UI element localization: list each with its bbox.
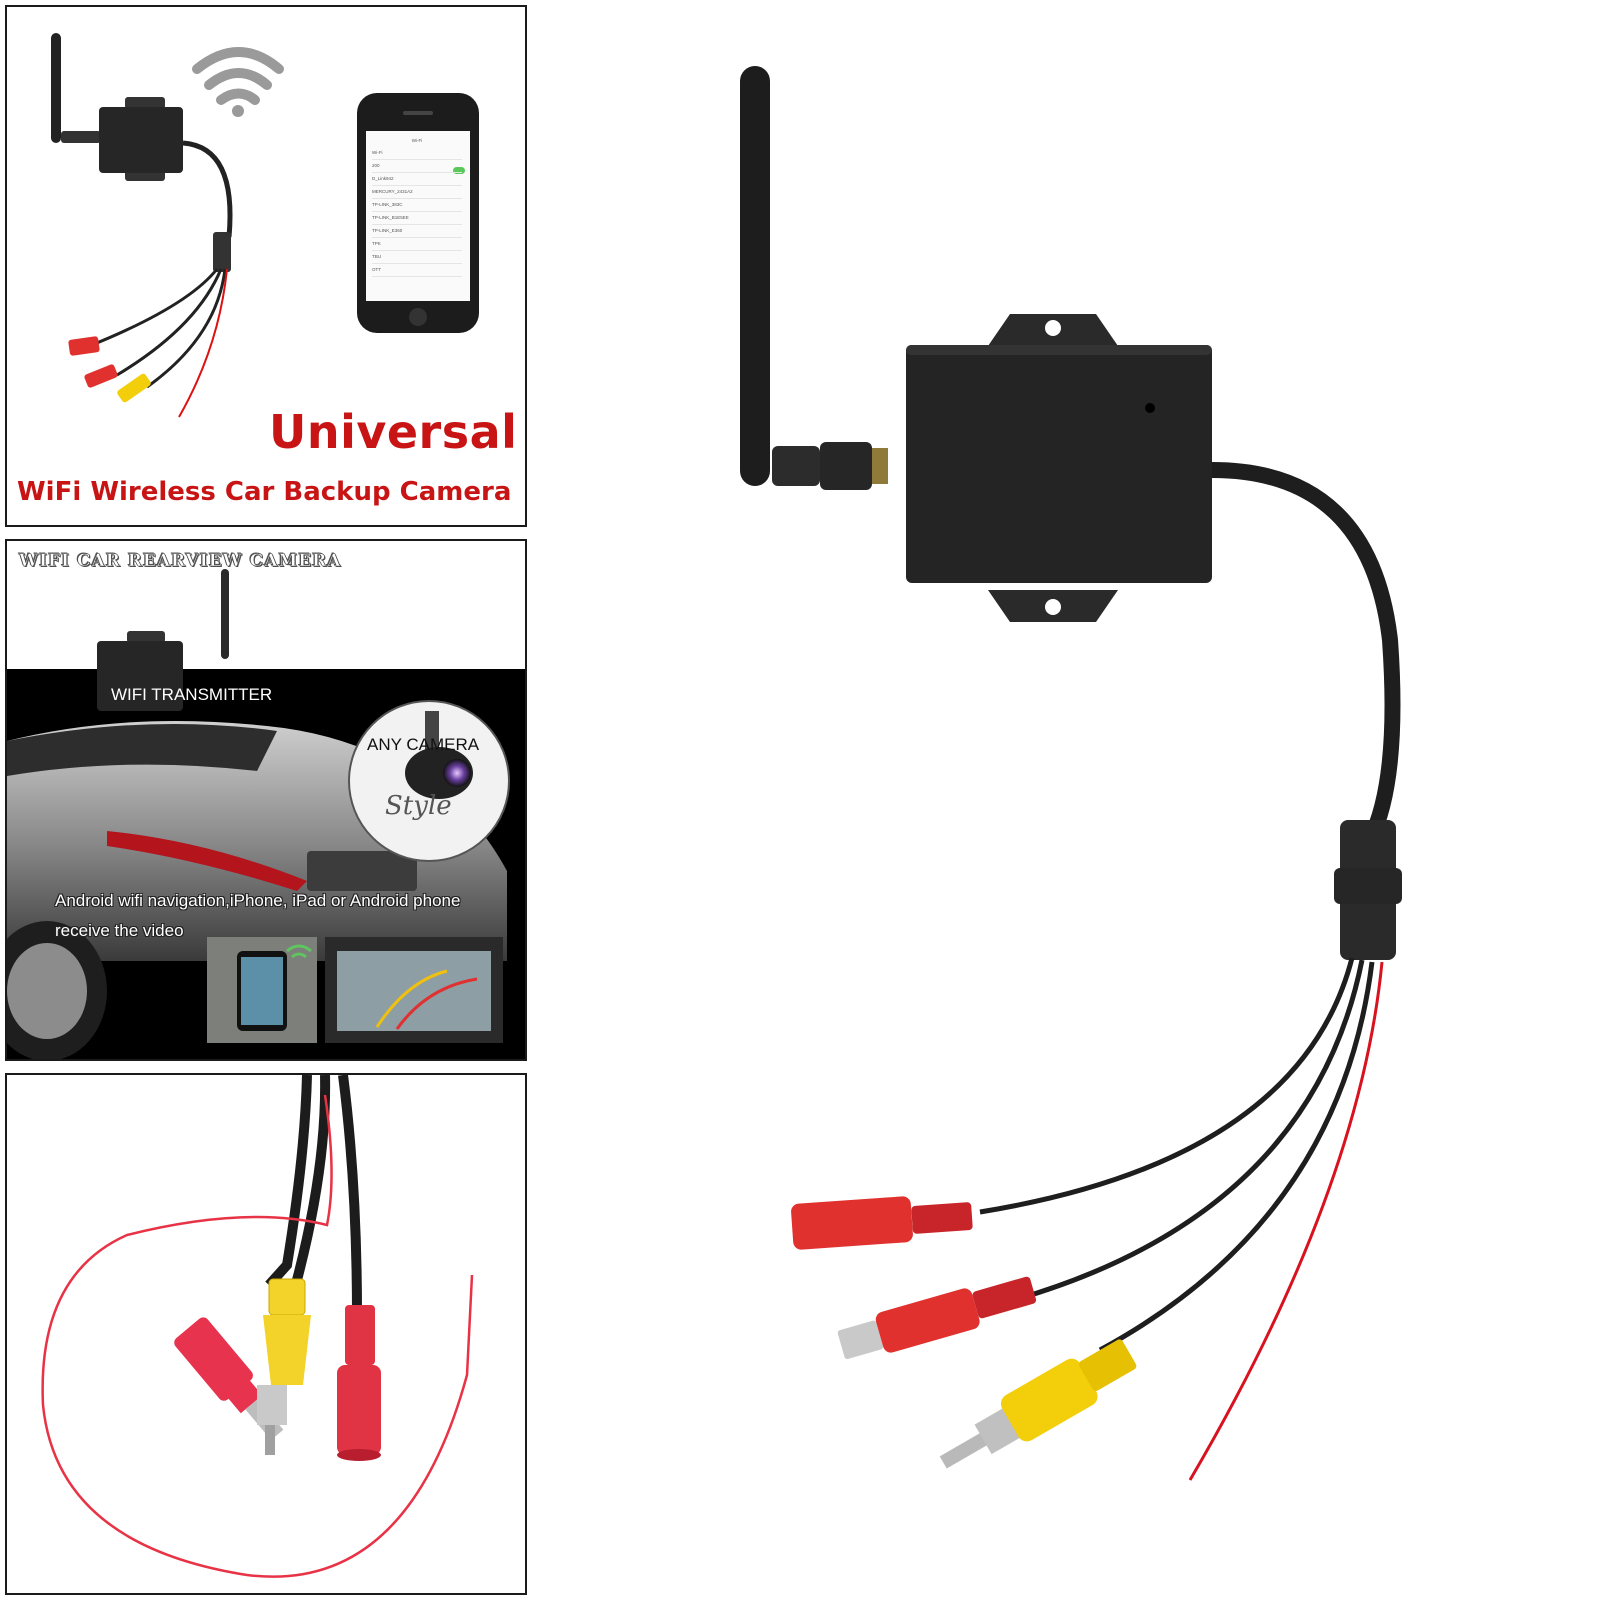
connectors-closeup (41, 1075, 474, 1578)
tail-light (107, 831, 307, 891)
usage-illustration (7, 541, 525, 1059)
product-panel-usage: WIFI CAR REARVIEW CAMERA WIFI TRANSMITTE… (5, 539, 527, 1061)
red-dc-female-connector (791, 1196, 973, 1250)
red-dc-female-connector (68, 336, 100, 356)
transmitter-box (906, 345, 1212, 583)
phone-wifi-row: D_Link942 (372, 173, 462, 186)
antenna-icon (221, 569, 229, 659)
script-watermark: Style (385, 791, 452, 821)
usage-caption-line1: Android wifi navigation,iPhone, iPad or … (55, 891, 461, 910)
wifi-icon (192, 47, 284, 105)
product-title: Universal (269, 405, 518, 459)
license-plate (307, 851, 417, 891)
red-dc-male-connector (837, 1276, 1037, 1360)
antenna-icon (740, 66, 888, 490)
red-power-wire (41, 1094, 474, 1578)
phone-wifi-row: OTT (372, 264, 462, 277)
transmitter-box (97, 641, 183, 711)
main-product-photo (740, 66, 1402, 1481)
product-subtitle: WiFi Wireless Car Backup Camera (17, 477, 512, 507)
phone-wifi-row: TPK (372, 238, 462, 251)
phone-wifi-row: TBU (372, 251, 462, 264)
red-dc-female-connector (337, 1305, 381, 1461)
red-power-wire (1188, 961, 1384, 1481)
yellow-rca-connector (257, 1278, 311, 1455)
usage-caption-line2: receive the video (55, 921, 184, 940)
phone-wifi-row: TP-LINK_E360 (372, 225, 462, 238)
red-dc-male-connector (84, 364, 118, 388)
wifi-icon (286, 944, 312, 959)
status-led (1145, 403, 1155, 413)
transmitter-label: WIFI TRANSMITTER (111, 685, 273, 704)
camera-label: ANY CAMERA (367, 735, 480, 754)
phone-wifi-row: TP-LINK_383C (372, 199, 462, 212)
yellow-rca-connector (117, 373, 151, 403)
main-cable (1211, 462, 1401, 844)
transmitter-box (99, 107, 183, 173)
phone-wifi-row: 200 (372, 160, 462, 173)
antenna-icon (51, 33, 61, 143)
phone-wifi-row: TP-LINK_B1E5EE (372, 212, 462, 225)
phone-wifi-row: Wi-Fi (372, 147, 462, 160)
phone-wifi-row: MERCURY_2431A2 (372, 186, 462, 199)
yellow-rca-connector (939, 1339, 1137, 1469)
product-panel-connectors (5, 1073, 527, 1595)
phone-screen-header: Wi-Fi (411, 138, 423, 143)
usage-heading: WIFI CAR REARVIEW CAMERA (19, 551, 342, 572)
